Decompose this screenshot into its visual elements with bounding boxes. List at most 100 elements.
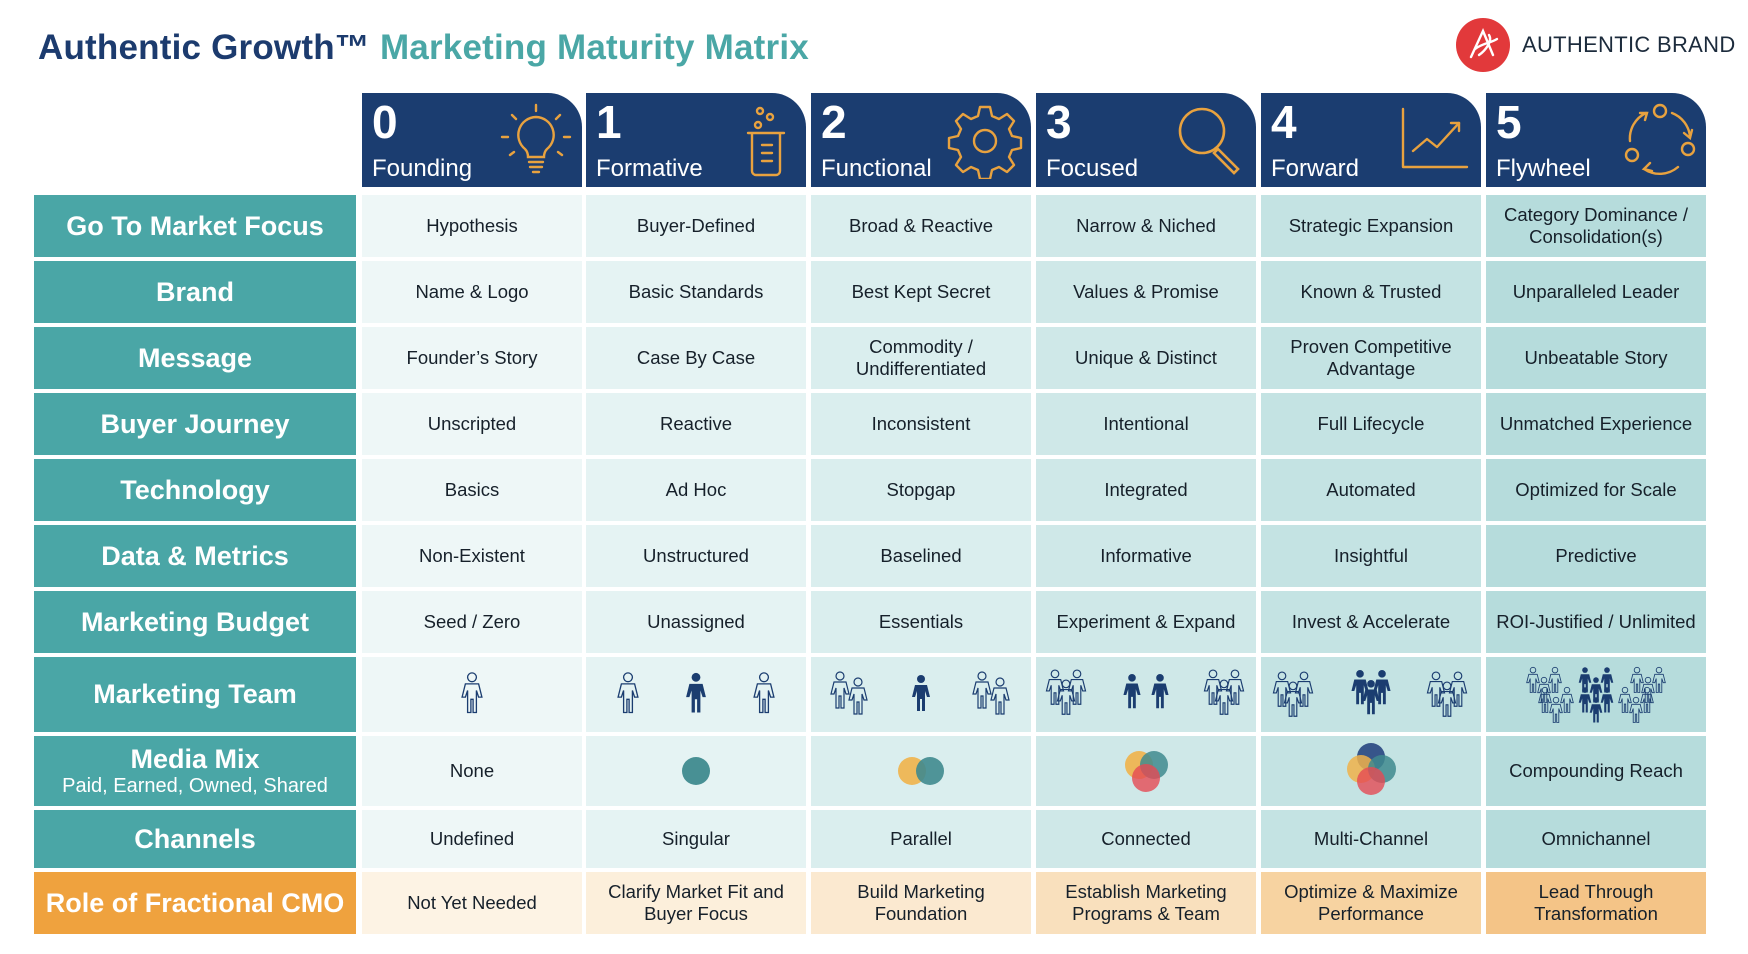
- title-part1: Authentic Growth™: [38, 28, 370, 67]
- matrix-cell: Automated: [1261, 459, 1481, 521]
- stage-number: 4: [1271, 96, 1297, 148]
- matrix-cell: Omnichannel: [1486, 810, 1706, 868]
- cell-text: Multi-Channel: [1313, 827, 1429, 849]
- cell-text: Ad Hoc: [665, 478, 727, 500]
- matrix-cell: Connected: [1036, 810, 1256, 868]
- cell-text: Insightful: [1333, 544, 1409, 566]
- matrix-cell: Singular: [586, 810, 806, 868]
- media-mix-venn-icon: [682, 757, 710, 785]
- row-label-text: Media Mix: [130, 744, 260, 775]
- matrix-cell: [811, 736, 1031, 806]
- matrix-cell: [1036, 657, 1256, 732]
- cell-text: Case By Case: [636, 346, 756, 368]
- row-label-text: Technology: [120, 474, 270, 505]
- media-mix-venn-icon: [1347, 743, 1396, 795]
- cell-text: Predictive: [1555, 544, 1637, 566]
- cell-text: Known & Trusted: [1300, 280, 1442, 302]
- row-label: Marketing Team: [34, 657, 356, 732]
- team-size-icon: [830, 670, 1010, 715]
- stage-name: Functional: [821, 155, 932, 182]
- row-label-text: Marketing Budget: [80, 606, 309, 637]
- stage-name: Forward: [1271, 155, 1360, 182]
- cell-text: Founder’s Story: [406, 346, 538, 368]
- cell-text: Essentials: [878, 610, 964, 632]
- matrix-cell: Reactive: [586, 393, 806, 455]
- cell-text: Unscripted: [427, 412, 517, 434]
- row-label-text: Channels: [134, 823, 256, 854]
- matrix-cell: Invest & Accelerate: [1261, 591, 1481, 653]
- matrix-cell: Not Yet Needed: [362, 872, 582, 934]
- matrix-cell: Optimized for Scale: [1486, 459, 1706, 521]
- matrix-cell: Known & Trusted: [1261, 261, 1481, 323]
- row-label-text: Message: [137, 342, 253, 373]
- cell-text: Broad & Reactive: [849, 214, 993, 236]
- cell-text: Integrated: [1104, 478, 1188, 500]
- matrix-cell: Unstructured: [586, 525, 806, 587]
- matrix-cell: Integrated: [1036, 459, 1256, 521]
- matrix-cell: Hypothesis: [362, 195, 582, 257]
- cell-text: Stopgap: [886, 478, 956, 500]
- matrix-cell: Values & Promise: [1036, 261, 1256, 323]
- matrix-cell: Establish Marketing Programs & Team: [1036, 872, 1256, 934]
- stage-name: Focused: [1046, 155, 1139, 182]
- row-label: Marketing Budget: [34, 591, 356, 653]
- row-label: Role of Fractional CMO: [34, 872, 356, 934]
- cell-text: Commodity / Undifferentiated: [855, 335, 987, 379]
- row-label-text: Marketing Team: [93, 679, 297, 710]
- row-label: Data & Metrics: [34, 525, 356, 587]
- matrix-cell: Basic Standards: [586, 261, 806, 323]
- matrix-cell: Unscripted: [362, 393, 582, 455]
- cell-text: Hypothesis: [426, 214, 518, 236]
- cell-text: Unassigned: [647, 610, 745, 632]
- cell-text: Reactive: [660, 412, 732, 434]
- cell-text: Baselined: [880, 544, 962, 566]
- matrix-cell: ROI-Justified / Unlimited: [1486, 591, 1706, 653]
- row-label: Brand: [34, 261, 356, 323]
- matrix-cell: Parallel: [811, 810, 1031, 868]
- matrix-cell: [586, 736, 806, 806]
- team-size-icon: [617, 671, 775, 713]
- matrix-cell: Best Kept Secret: [811, 261, 1031, 323]
- row-label: Go To Market Focus: [34, 195, 356, 257]
- row-label-text: Role of Fractional CMO: [45, 887, 345, 918]
- matrix-cell: Proven Competitive Advantage: [1261, 327, 1481, 389]
- cell-text: Category Dominance / Consolidation(s): [1503, 203, 1689, 247]
- cell-text: Clarify Market Fit and Buyer Focus: [608, 880, 784, 924]
- matrix-cell: Unbeatable Story: [1486, 327, 1706, 389]
- matrix-cell: Ad Hoc: [586, 459, 806, 521]
- matrix-cell: Compounding Reach: [1486, 736, 1706, 806]
- cell-text: Establish Marketing Programs & Team: [1065, 880, 1227, 924]
- row-label-text: Go To Market Focus: [66, 210, 324, 241]
- matrix-cell: [1036, 736, 1256, 806]
- cell-text: Omnichannel: [1541, 827, 1651, 849]
- media-mix-venn-icon: [1125, 751, 1168, 792]
- cell-text: Invest & Accelerate: [1291, 610, 1451, 632]
- matrix-cell: Informative: [1036, 525, 1256, 587]
- stage-name: Flywheel: [1496, 155, 1591, 182]
- cell-text: Name & Logo: [415, 280, 529, 302]
- brand-name: AUTHENTIC BRAND: [1522, 32, 1736, 57]
- cell-text: Informative: [1100, 544, 1192, 566]
- matrix-cell: Essentials: [811, 591, 1031, 653]
- matrix-cell: Strategic Expansion: [1261, 195, 1481, 257]
- cell-text: Unparalleled Leader: [1512, 280, 1680, 302]
- cell-text: Unmatched Experience: [1499, 412, 1693, 434]
- stage-number: 5: [1496, 96, 1522, 148]
- team-size-icon: [1272, 669, 1468, 717]
- matrix-cell: Undefined: [362, 810, 582, 868]
- matrix-cell: Optimize & Maximize Performance: [1261, 872, 1481, 934]
- row-label-subtext: Paid, Earned, Owned, Shared: [62, 774, 328, 797]
- matrix-cell: [1261, 736, 1481, 806]
- matrix-cell: Case By Case: [586, 327, 806, 389]
- cell-text: Connected: [1101, 827, 1191, 849]
- cell-text: None: [449, 759, 495, 781]
- cell-text: Experiment & Expand: [1056, 610, 1236, 632]
- cell-text: Intentional: [1103, 412, 1189, 434]
- cell-text: Buyer-Defined: [636, 214, 756, 236]
- matrix-cell: Intentional: [1036, 393, 1256, 455]
- matrix-cell: Name & Logo: [362, 261, 582, 323]
